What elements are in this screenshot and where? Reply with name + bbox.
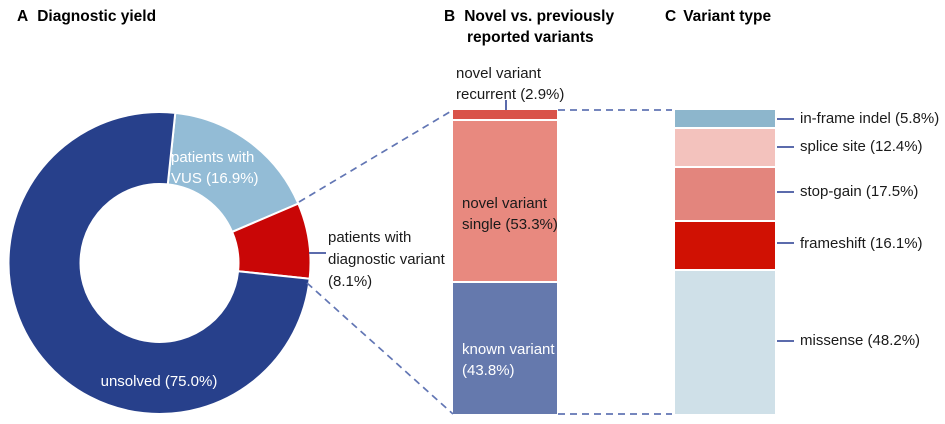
panel-a-letter: A [17,8,29,25]
panel-c-letter: C [665,8,677,25]
variant-type-label-in-frame-indel: in-frame indel (5.8%) [800,110,940,128]
donut-slice-patients-with-diagnostic-variant [230,202,312,280]
bar-b-label-recurrent: novel variant recurrent (2.9%) [456,65,565,103]
donut-slice-unsolved [7,111,311,415]
bar-segment-frameshift [675,221,775,270]
leader-line-splice-site [777,145,794,148]
dashed-connector-bottom-left [306,282,454,415]
bar-segment-splice-site [675,129,775,166]
leader-line-missense [777,339,794,342]
donut-label-diagnostic-variant: patients with diagnostic variant (8.1%) [328,229,445,290]
leader-line-in-frame-indel [777,117,794,120]
bar-segment-in-frame-indel [675,110,775,128]
variant-type-label-frameshift: frameshift (16.1%) [800,234,923,252]
bar-segment-known-variant [453,282,557,415]
dashed-connector-top-left [298,109,454,203]
donut-label-unsolved: unsolved (75.0%) [100,373,218,390]
donut-label-vus: patients with VUS (16.9%) [171,149,259,187]
variant-type-label-stop-gain: stop-gain (17.5%) [800,183,919,201]
panel-b-letter: B [444,8,456,25]
leader-line-stop-gain [777,190,794,193]
bar-segment-novel-variant-single [453,120,557,281]
novel-vs-reported-stacked-bar [453,110,557,415]
leader-line-frameshift [777,242,794,244]
bar-b-label-known: known variant (43.8%) [462,341,555,379]
variant-type-label-splice-site: splice site (12.4%) [800,138,923,155]
variant-type-stacked-bar [675,110,775,414]
bar-segment-stop-gain [675,167,775,220]
bar-segment-missense [675,271,775,414]
variant-type-label-missense: missense (48.2%) [800,332,921,350]
bar-segment-novel-variant-recurrent [453,110,557,119]
bar-b-label-single: novel variant single (53.3%) [462,195,558,233]
